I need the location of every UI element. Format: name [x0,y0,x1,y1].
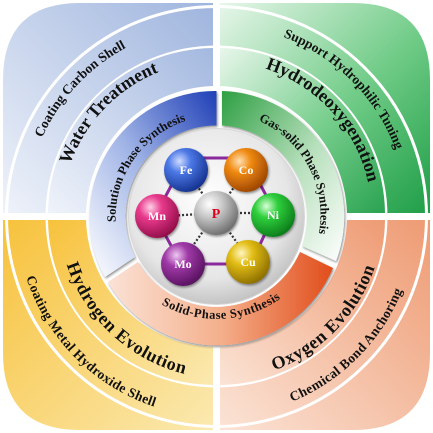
atoms [135,148,295,286]
inner-ring [89,90,345,346]
mo-label: Mo [174,257,191,271]
p-atom [194,191,238,235]
inner-solution-sector [89,90,217,277]
co-label: Co [239,163,254,177]
ni-label: Ni [267,208,280,222]
cu-atom [226,240,270,284]
middle-top-right [220,48,385,213]
mo-atom [161,242,205,286]
p-label: P [212,207,221,222]
mn-label: Mn [148,209,166,223]
middle-top-left [48,48,213,213]
middle-ring [48,48,385,385]
inner-gas-sector [222,91,345,261]
mn-atom [135,194,179,238]
ni-atom [251,193,295,237]
middle-bottom-right [220,220,385,385]
fe-atom [164,148,208,192]
co-atom [224,148,268,192]
middle-bottom-left [48,220,213,385]
fe-label: Fe [180,163,193,177]
cu-label: Cu [240,255,256,269]
inner-solid-sector [108,252,333,346]
